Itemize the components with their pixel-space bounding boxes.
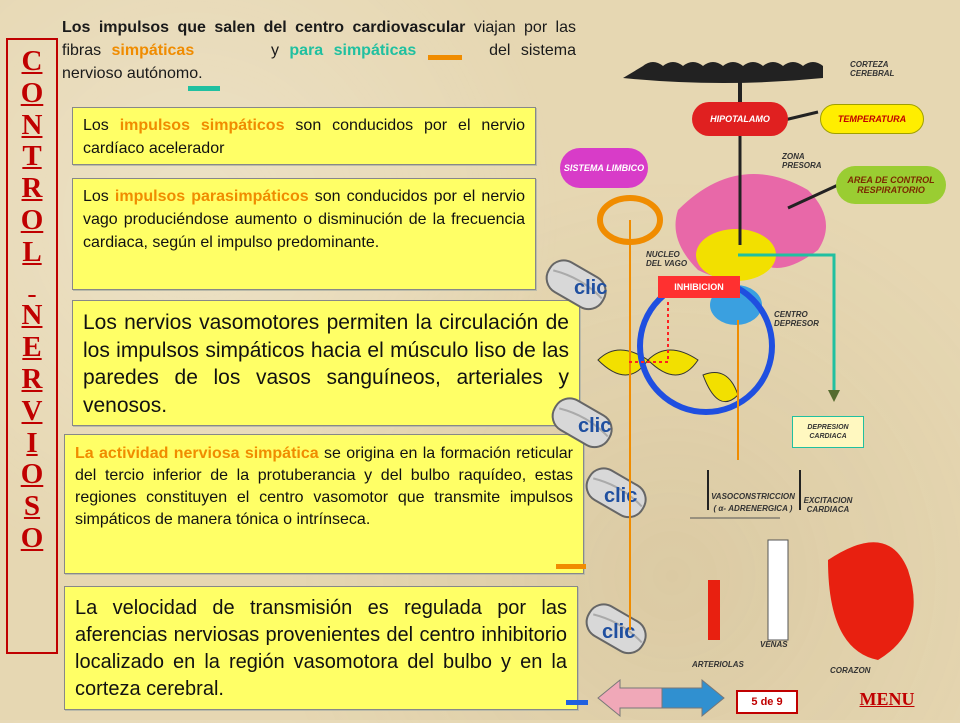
venas-label: VENAS <box>760 640 788 649</box>
title-letter: E <box>22 331 42 364</box>
title-letter: O <box>20 203 44 236</box>
simpaticos-box: Los impulsos simpáticos son conducidos p… <box>72 107 536 165</box>
title-letter: T <box>22 140 42 173</box>
corazon-label: CORAZON <box>830 666 871 675</box>
vasoconstriccion-label: VASOCONSTRICCION <box>711 492 795 501</box>
clic-button-4[interactable]: clic <box>574 598 658 664</box>
actividad-simpatica-box: La actividad nerviosa simpática se origi… <box>64 434 584 574</box>
temperatura-label: TEMPERATURA <box>837 114 907 124</box>
parasimpatico-legend-bar <box>188 86 220 91</box>
intro-line-1: Los impulsos que salen del centro cardio… <box>62 19 466 36</box>
area-control-node: AREA DE CONTROL RESPIRATORIO <box>836 166 946 204</box>
title-letter: O <box>20 458 44 491</box>
title-letter: R <box>21 362 43 395</box>
nucleo-vago-label: NUCLEO DEL VAGO <box>646 250 688 268</box>
box4-text: se origina en la formación reticular del… <box>75 445 573 528</box>
mouse-icon: clic <box>585 603 647 655</box>
corteza-label: CORTEZA CEREBRAL <box>850 60 895 78</box>
adrenergica-label: ( α- ADRENERGICA ) <box>713 504 793 513</box>
title-letter <box>28 269 35 301</box>
area-control-label: AREA DE CONTROL RESPIRATORIO <box>847 175 935 195</box>
box1-text: son conducidos por el nervio cardíaco ac… <box>83 117 526 157</box>
clic-label: clic <box>602 621 635 643</box>
title-letter: O <box>20 521 44 554</box>
nav-arrows <box>596 678 726 718</box>
box5-text: La velocidad de transmisión es regulada … <box>75 597 567 700</box>
simpaticas-label: simpáticas <box>111 42 195 59</box>
vasomotores-box: Los nervios vasomotores permiten la circ… <box>72 300 580 426</box>
mouse-icon: clic <box>545 259 607 311</box>
clic-button-2[interactable]: clic <box>540 392 624 458</box>
cortex-shape <box>623 62 823 83</box>
box2-text: son conducidos por el nervio vago produc… <box>83 188 526 251</box>
arteriolas-label: ARTERIOLAS <box>692 660 744 669</box>
menu-label: MENU <box>859 688 915 709</box>
title-letter: L <box>22 235 42 268</box>
simpatico-legend-bar <box>428 55 462 60</box>
excitacion-label: EXCITACION CARDIACA <box>803 496 853 514</box>
clic-button-1[interactable]: clic <box>534 254 618 320</box>
hipotalamo-node: HIPOTALAMO <box>692 102 788 136</box>
title-letter: N <box>21 299 43 332</box>
box4-orange-bar <box>556 564 586 569</box>
title-letter: I <box>26 426 38 459</box>
menu-link[interactable]: MENU <box>818 682 956 716</box>
title-letter: R <box>21 172 43 205</box>
box2-pre: Los <box>83 188 109 205</box>
parasimpaticos-box: Los impulsos parasimpáticos son conducid… <box>72 178 536 290</box>
title-letter: V <box>21 394 43 427</box>
forward-arrow-icon[interactable] <box>661 678 725 718</box>
parasimpaticas-label: para simpáticas <box>289 42 417 59</box>
box3-text: Los nervios vasomotores permiten la circ… <box>83 311 569 417</box>
box2-highlight: impulsos parasimpáticos <box>114 188 309 205</box>
page-indicator-text: 5 de 9 <box>751 696 783 708</box>
intro-and: y <box>271 42 280 59</box>
title-letter: S <box>23 490 41 523</box>
clic-label: clic <box>574 277 607 299</box>
title-letter: C <box>21 45 43 77</box>
intro-text: Los impulsos que salen del centro cardio… <box>62 16 576 85</box>
depresion-cardiaca-node: DEPRESION CARDIACA <box>792 416 864 448</box>
zona-presora-label: ZONA PRESORA <box>782 152 822 170</box>
sistema-limbico-node: SISTEMA LIMBICO <box>560 148 648 188</box>
intro-end: del sistema nervioso autónomo. <box>62 42 576 82</box>
diagram-graphics <box>597 62 914 660</box>
box1-pre: Los <box>83 117 109 134</box>
mouse-icon: clic <box>551 397 613 449</box>
velocidad-box: La velocidad de transmisión es regulada … <box>64 586 578 710</box>
clic-label: clic <box>578 415 611 437</box>
inhibicion-node: INHIBICION <box>658 276 740 298</box>
title-letter: N <box>21 108 43 141</box>
hipotalamo-label: HIPOTALAMO <box>710 114 770 124</box>
title-letter: O <box>20 76 44 109</box>
page-indicator: 5 de 9 <box>736 690 798 714</box>
back-arrow-icon[interactable] <box>597 678 663 718</box>
inhibicion-label: INHIBICION <box>674 282 724 292</box>
temperatura-node: TEMPERATURA <box>820 104 924 134</box>
intro-line-2: viajan por las fibras <box>62 19 576 59</box>
depresion-cardiaca-label: DEPRESION CARDIACA <box>807 424 849 440</box>
box5-blue-bar <box>566 700 588 705</box>
sistema-limbico-label: SISTEMA LIMBICO <box>563 163 645 173</box>
box1-highlight: impulsos simpáticos <box>119 117 285 134</box>
cardiovascular-control-diagram: CORTEZA CEREBRAL TEMPERATURA HIPOTALAMO … <box>560 40 960 680</box>
centro-depresor-label: CENTRO DEPRESOR <box>774 310 819 328</box>
box4-highlight: La actividad nerviosa simpática <box>75 445 319 462</box>
